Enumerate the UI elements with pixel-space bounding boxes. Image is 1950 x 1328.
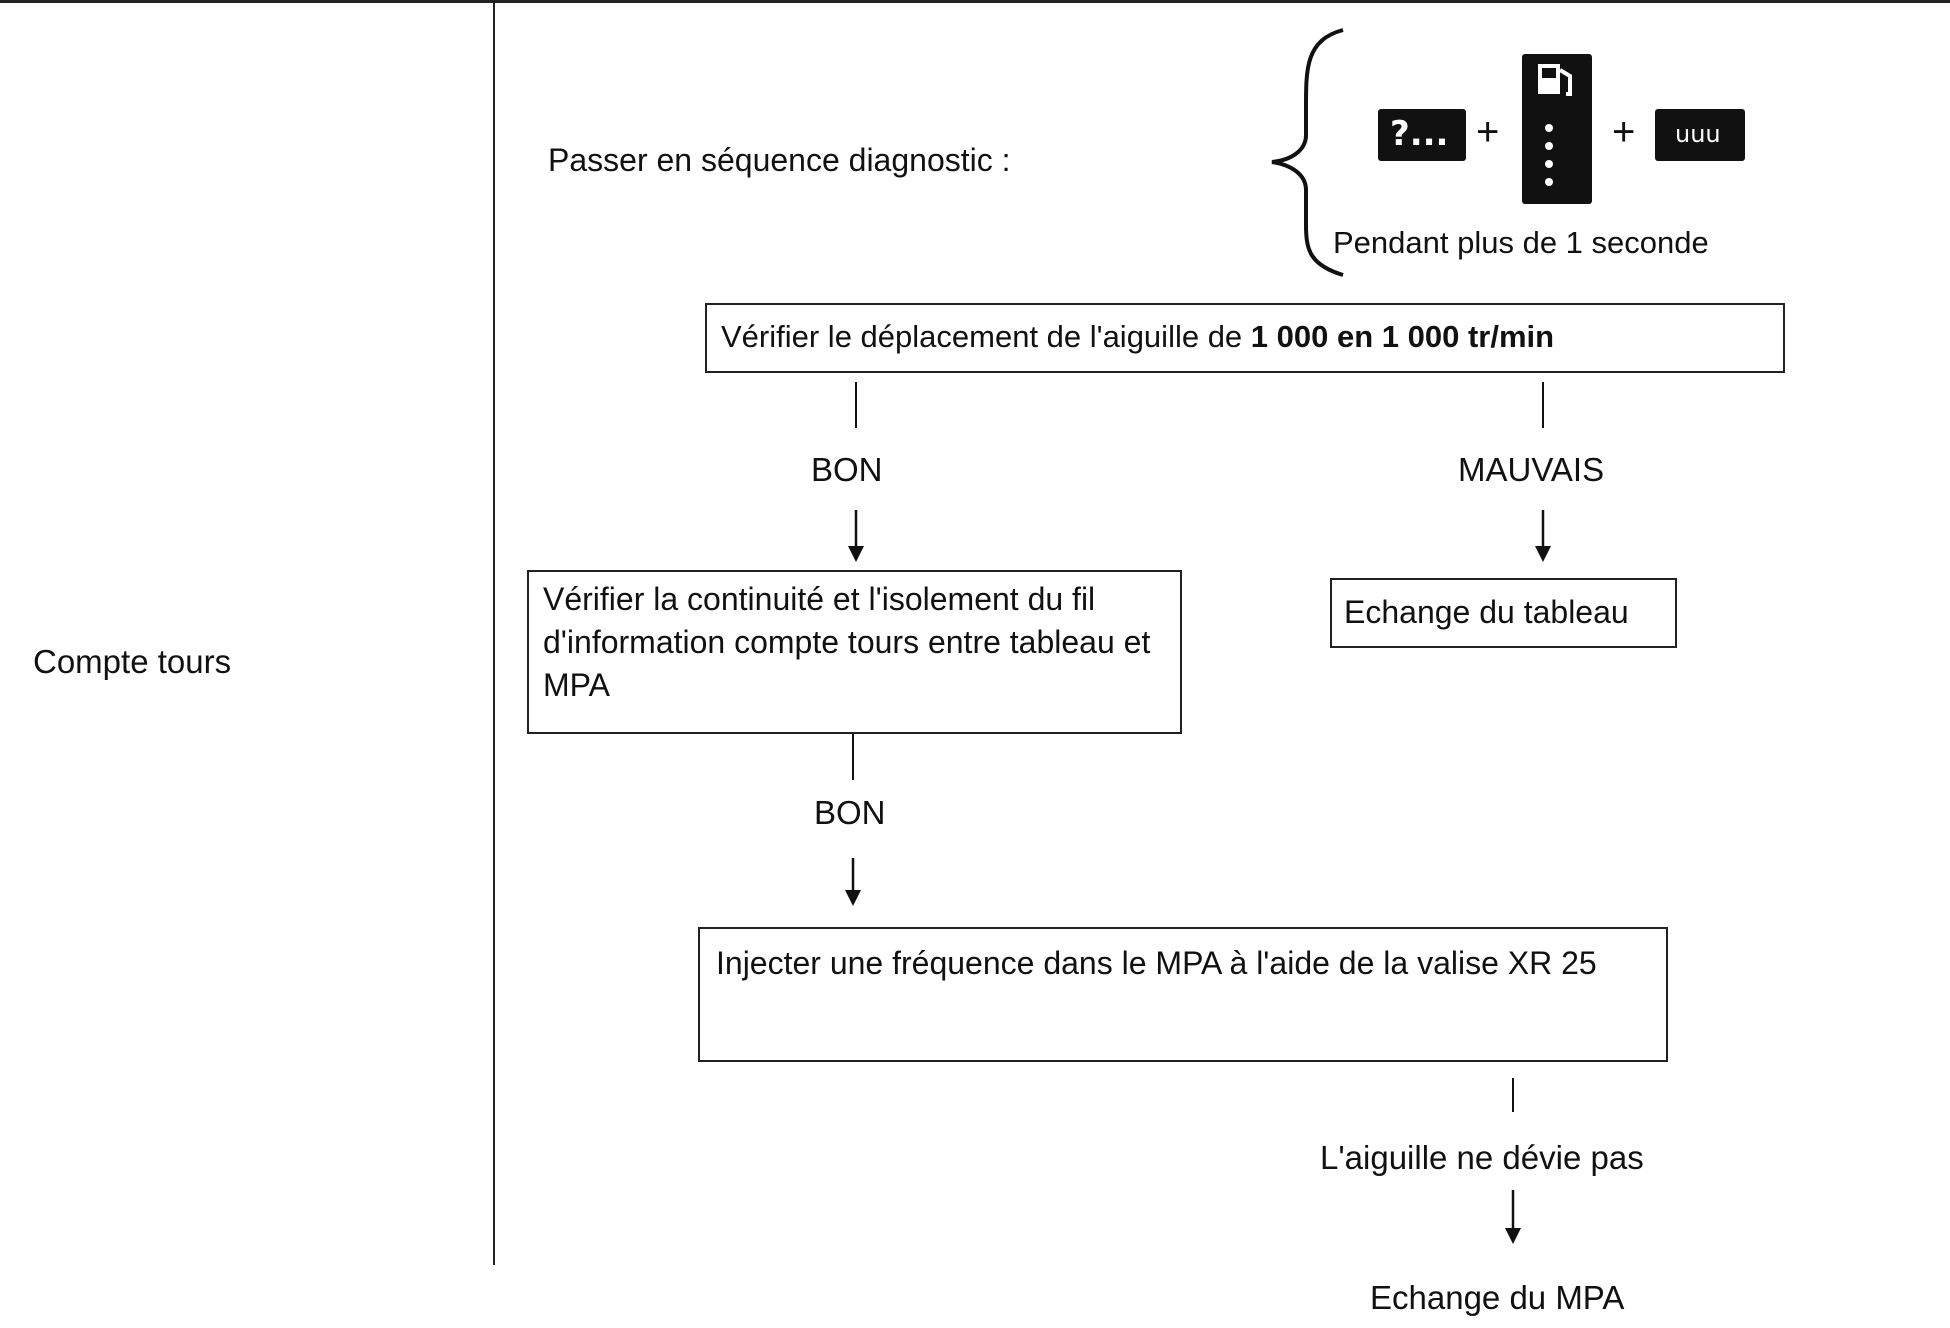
arrow-down-icon <box>848 546 864 562</box>
duration-note: Pendant plus de 1 seconde <box>1333 225 1709 260</box>
label-bon-2: BON <box>814 794 886 831</box>
inject-text: Injecter une fréquence dans le MPA à l'a… <box>716 945 1597 981</box>
label-needle-no-move: L'aiguille ne dévie pas <box>1320 1139 1644 1176</box>
step-check-needle: Vérifier le déplacement de l'aiguille de… <box>705 303 1785 373</box>
step-swap-panel: Echange du tableau <box>1330 578 1677 648</box>
plus-sign-1: + <box>1476 110 1500 154</box>
arrow-down-icon <box>845 890 861 906</box>
label-mauvais: MAUVAIS <box>1458 451 1605 488</box>
column-divider <box>493 0 495 1265</box>
step-check-wire: Vérifier la continuité et l'isolement du… <box>527 570 1182 734</box>
step-inject-frequency: Injecter une fréquence dans le MPA à l'a… <box>698 927 1668 1062</box>
arrow-down-icon <box>1535 546 1551 562</box>
curly-brace <box>1271 28 1344 277</box>
result-swap-mpa: Echange du MPA <box>1370 1279 1625 1316</box>
check-needle-text: Vérifier le déplacement de l'aiguille de <box>721 319 1251 354</box>
key-ignition-icon: ?... <box>1378 109 1466 161</box>
component-label: Compte tours <box>33 643 232 680</box>
check-wire-text: Vérifier la continuité et l'isolement du… <box>543 581 1151 703</box>
display-button-icon: uuu <box>1655 109 1745 161</box>
swap-panel-text: Echange du tableau <box>1344 594 1629 630</box>
plus-sign-2: + <box>1612 110 1636 154</box>
label-bon-1: BON <box>811 451 883 488</box>
diagnostic-instruction: Passer en séquence diagnostic : <box>548 142 1011 178</box>
arrow-down-icon <box>1505 1228 1521 1244</box>
top-border <box>0 0 1950 3</box>
check-needle-range: 1 000 en 1 000 tr/min <box>1250 319 1555 354</box>
fuel-gauge-icon <box>1522 54 1592 204</box>
